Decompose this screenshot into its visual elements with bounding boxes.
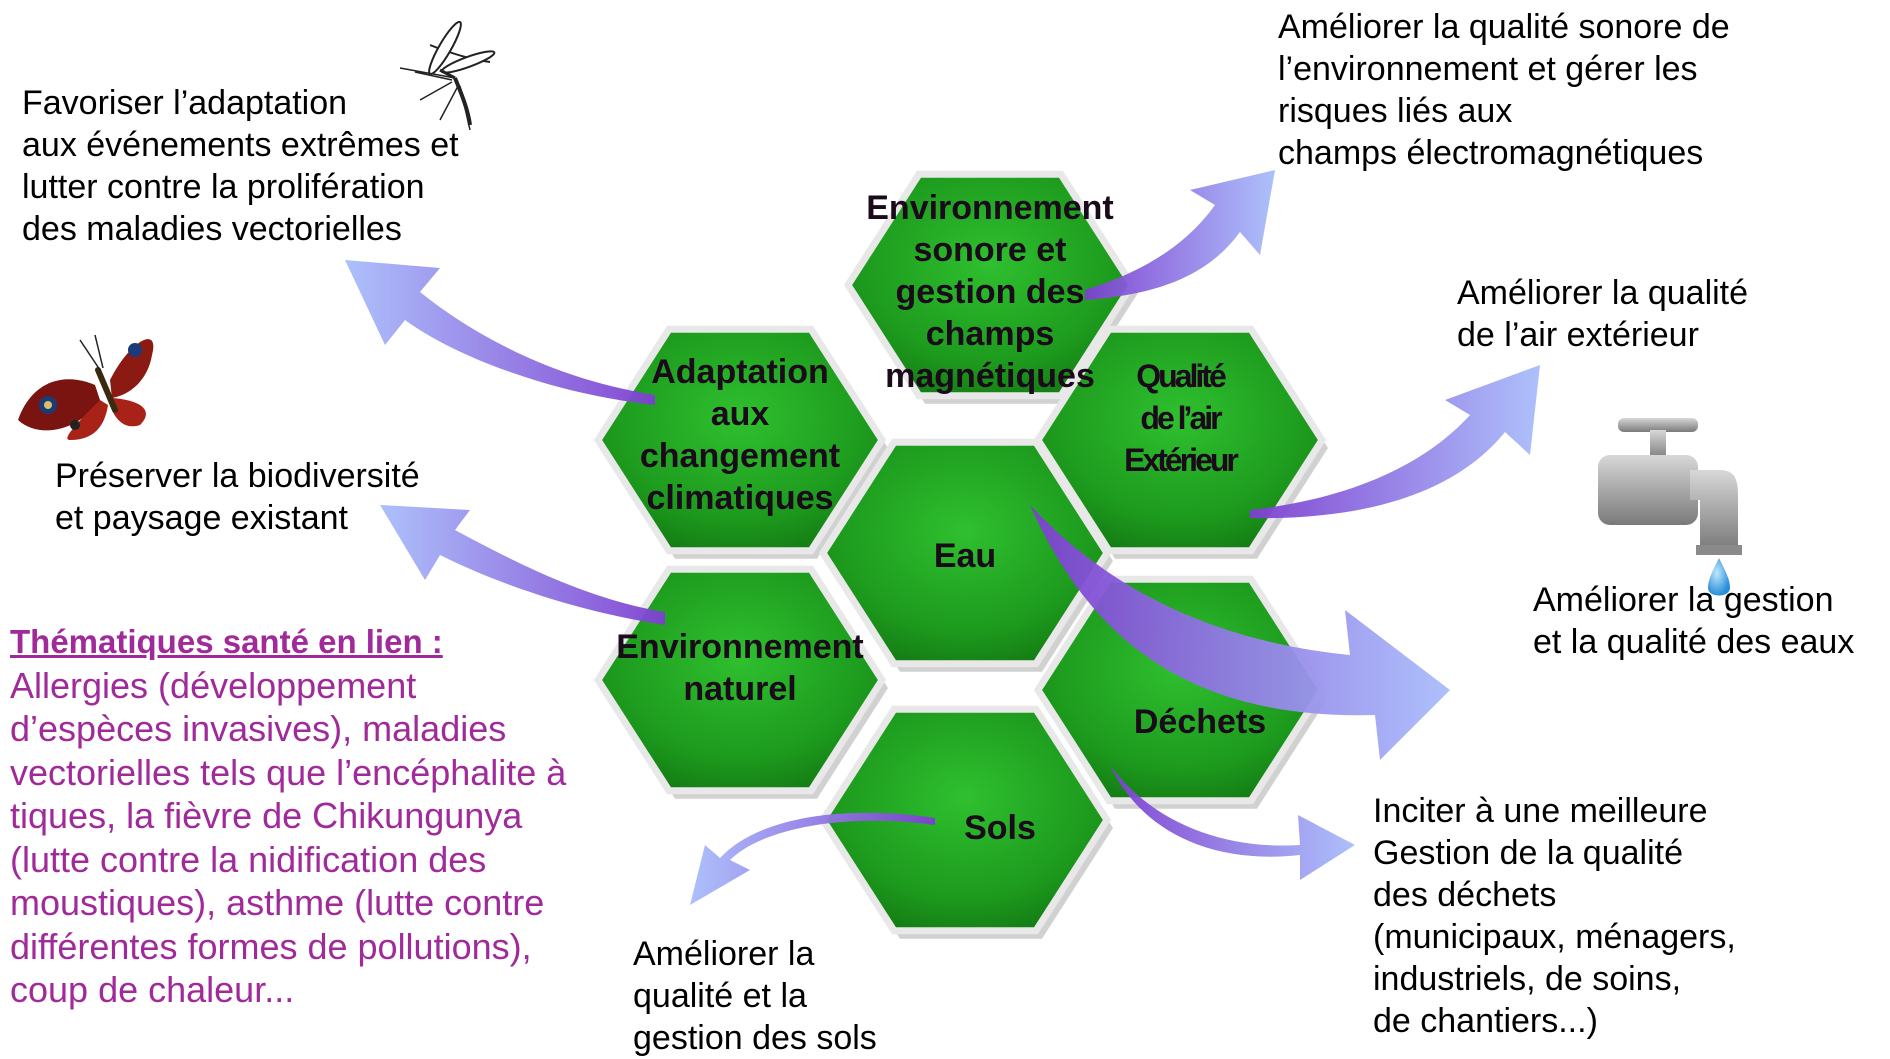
arrow-to-eau-goal: [1030, 505, 1450, 760]
hex-label-naturel: Environnement naturel: [616, 628, 864, 708]
arrow-to-biodiversite-goal: [380, 505, 665, 625]
arrow-to-adaptation-goal: [345, 260, 655, 405]
hex-label-adaptation: Adaptation aux changement climatiques: [639, 353, 841, 517]
goal-sols: Améliorer la qualité et la gestion des s…: [633, 935, 877, 1057]
hex-label-sonore: Environnement sonore et gestion des cham…: [866, 189, 1114, 395]
hexagon-naturel: [593, 565, 887, 795]
arrow-to-sols-goal: [690, 812, 935, 905]
goal-dechets: Inciter à une meilleure Gestion de la qu…: [1373, 792, 1736, 1040]
hexagon-adaptation: [593, 325, 887, 555]
arrow-to-dechets-goal: [1110, 765, 1355, 880]
mosquito-icon: [399, 20, 496, 131]
goal-adaptation: Favoriser l’adaptation aux événements ex…: [22, 84, 459, 248]
hex-label-sols: Sols: [964, 809, 1036, 847]
health-topics-body: Allergies (développement d’espèces invas…: [10, 664, 567, 1011]
arrow-to-air-goal: [1250, 365, 1540, 519]
goal-eau: Améliorer la gestion et la qualité des e…: [1533, 581, 1855, 661]
butterfly-icon: [18, 334, 154, 440]
arrow-to-sonore-goal: [1085, 170, 1275, 300]
hex-label-dechets: Déchets: [1133, 703, 1267, 741]
hex-label-air: Qualité de l’air Extérieur: [1124, 358, 1239, 478]
hexagon-sonore: [843, 170, 1137, 400]
goal-biodiversite: Préserver la biodiversité et paysage exi…: [55, 457, 420, 537]
goal-sonore: Améliorer la qualité sonore de l’environ…: [1278, 8, 1730, 172]
health-topics-title: Thématiques santé en lien :: [10, 623, 443, 660]
water-tap-icon: [1598, 418, 1742, 596]
hexagon-eau: [818, 438, 1112, 668]
goal-air: Améliorer la qualité de l’air extérieur: [1457, 274, 1749, 354]
hex-label-eau: Eau: [933, 537, 997, 575]
hexagon-dechets: [1033, 575, 1327, 805]
health-topics: Thématiques santé en lien : Allergies (d…: [10, 620, 650, 1012]
